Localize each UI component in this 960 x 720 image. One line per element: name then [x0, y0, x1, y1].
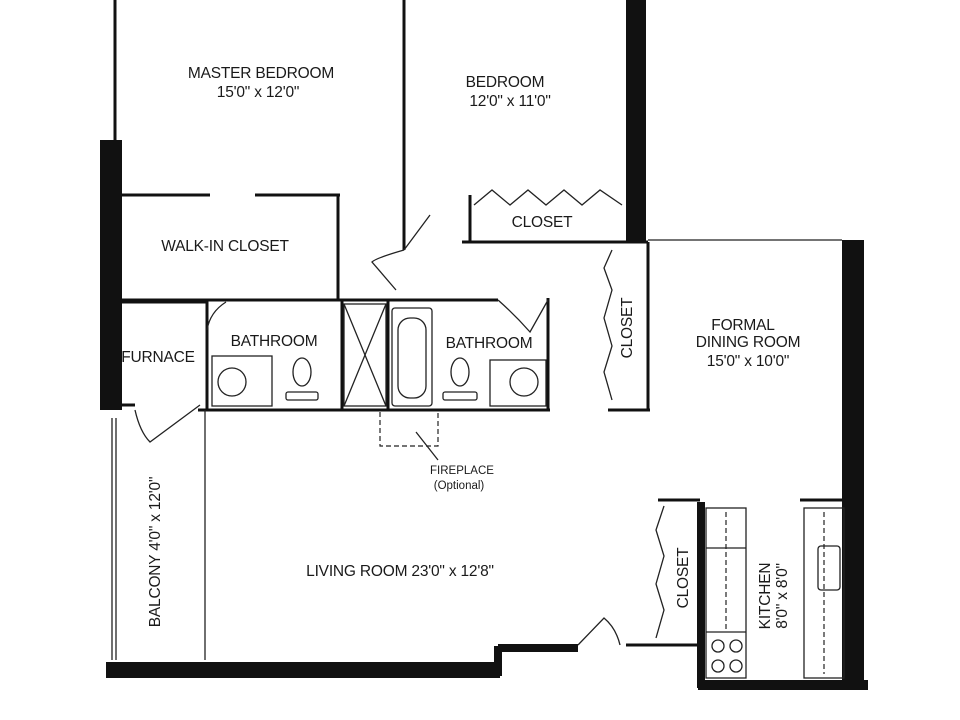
label-kitchen-closet: CLOSET: [675, 547, 692, 609]
sink-right-icon: [509, 367, 539, 397]
toilet-left-icon: [292, 357, 312, 387]
fireplace-dash: [379, 412, 439, 447]
shower-panel: [343, 303, 387, 407]
label-dining-line1: FORMAL: [711, 317, 775, 334]
label-balcony: BALCONY 4'0" x 12'0": [147, 477, 164, 628]
counter-left: [705, 507, 747, 679]
sink-left-icon: [217, 367, 247, 397]
door-swing-bath-right: [497, 299, 549, 334]
bathtub-basin: [397, 317, 427, 399]
door-swing-bath-left: [206, 301, 227, 331]
label-bathroom-right: BATHROOM: [446, 335, 533, 352]
burner-1-icon: [711, 639, 725, 653]
wall-south: [106, 662, 500, 678]
toilet-left-tank: [285, 391, 319, 401]
bathroom-fixtures: [211, 303, 547, 407]
label-living-room: LIVING ROOM 23'0" x 12'8": [306, 563, 494, 580]
label-bathroom-left: BATHROOM: [231, 333, 318, 350]
wall-bedroom-east: [626, 0, 646, 242]
bathtub-icon: [391, 307, 433, 407]
burner-2-icon: [729, 639, 743, 653]
label-dining-line2: DINING ROOM: [696, 334, 801, 351]
wall-south-step: [494, 646, 502, 676]
wall-west-upper: [100, 140, 122, 410]
wall-kitchen-west: [697, 502, 705, 688]
label-bedroom-closet: CLOSET: [512, 214, 574, 231]
label-master-bedroom-size: 15'0" x 12'0": [217, 84, 299, 101]
label-fireplace-note: (Optional): [434, 480, 485, 492]
fireplace-leader: [415, 431, 439, 461]
exterior-walls: [100, 0, 868, 690]
counter-right: [803, 507, 845, 679]
bcloset-door-zigzag: [473, 189, 623, 206]
hcloset-door-zigzag: [603, 249, 613, 401]
label-bedroom-size: 12'0" x 11'0": [469, 93, 550, 110]
label-kitchen-size: 8'0" x 8'0": [774, 563, 791, 629]
room-labels: MASTER BEDROOM 15'0" x 12'0" BEDROOM 12'…: [121, 65, 800, 629]
label-master-bedroom: MASTER BEDROOM: [188, 65, 334, 82]
closet-doors: [473, 189, 665, 639]
label-hall-closet: CLOSET: [619, 297, 636, 359]
interior-walls: [106, 0, 845, 660]
fireplace-outline: [379, 412, 439, 461]
door-swing-entry: [577, 617, 621, 646]
shower-x-b: [343, 303, 387, 407]
vanity-left: [211, 355, 273, 407]
burner-4-icon: [729, 659, 743, 673]
kitchen-fixtures: [705, 507, 845, 679]
wall-kitchen-south: [698, 680, 868, 690]
kitchen-sink-icon: [817, 545, 841, 591]
label-furnace: FURNACE: [121, 349, 195, 366]
wall-dining-east: [842, 240, 864, 685]
label-bedroom: BEDROOM: [466, 74, 545, 91]
door-swing-bedroom: [371, 214, 431, 291]
label-dining-size: 15'0" x 10'0": [707, 353, 789, 370]
door-swing-furnace: [134, 404, 201, 443]
label-kitchen: KITCHEN: [757, 563, 774, 630]
doors: [134, 214, 621, 646]
kcloset-door-zigzag: [655, 505, 665, 639]
vanity-right: [489, 359, 547, 407]
wall-south-2: [498, 644, 578, 652]
toilet-right-tank: [442, 391, 478, 401]
toilet-right-icon: [450, 357, 470, 387]
label-fireplace: FIREPLACE: [430, 465, 494, 477]
label-walk-in-closet: WALK-IN CLOSET: [161, 238, 289, 255]
burner-3-icon: [711, 659, 725, 673]
